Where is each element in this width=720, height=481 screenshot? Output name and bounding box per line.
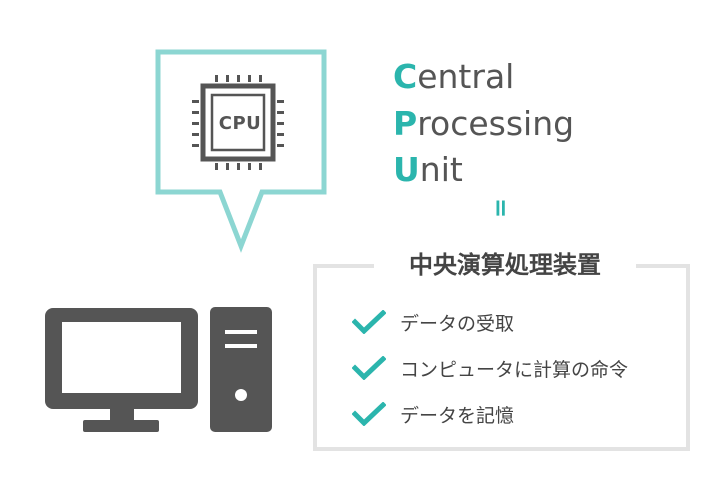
acronym-line-unit: Unit [393, 153, 463, 186]
acronym-rest-central: entral [417, 57, 515, 96]
acronym-rest-processing: rocessing [417, 104, 575, 143]
check-icon [352, 402, 386, 426]
tower-icon [210, 307, 272, 432]
acronym-rest-unit: nit [419, 150, 463, 189]
acronym-initial-p: P [393, 104, 418, 143]
check-icon [352, 310, 386, 334]
check-icon [352, 356, 386, 380]
definition-title: 中央演算処理装置 [374, 244, 636, 280]
cpu-chip-label: CPU [218, 112, 262, 134]
acronym-initial-u: U [393, 150, 420, 189]
acronym-line-central: Central [393, 60, 514, 93]
feature-text: データの受取 [400, 312, 515, 335]
feature-item: コンピュータに計算の命令 [352, 352, 682, 384]
feature-item: データの受取 [352, 306, 682, 338]
monitor-icon [45, 308, 198, 432]
feature-list: データの受取 コンピュータに計算の命令 データを記憶 [352, 306, 682, 444]
acronym-initial-c: C [393, 57, 418, 96]
acronym-line-processing: Processing [393, 107, 574, 140]
feature-text: データを記憶 [400, 404, 515, 427]
feature-text: コンピュータに計算の命令 [400, 358, 629, 381]
cpu-chip-icon [192, 75, 284, 170]
equals-sign: = [487, 197, 516, 219]
feature-item: データを記憶 [352, 398, 682, 430]
